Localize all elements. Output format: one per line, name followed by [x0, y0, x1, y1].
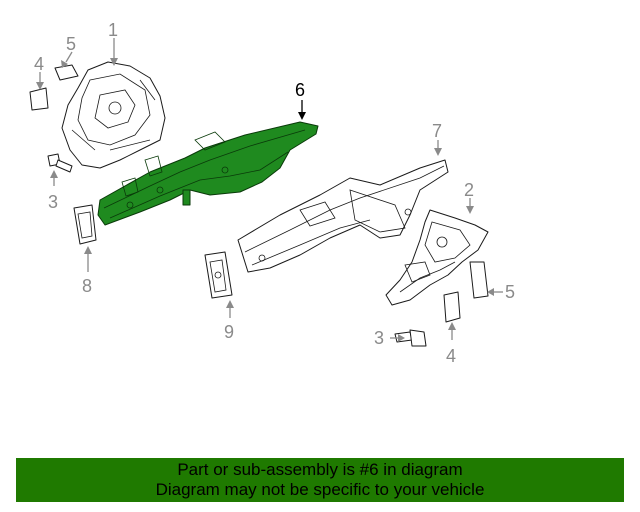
- callout-9: 9: [224, 322, 234, 342]
- parts-diagram: 1 5 4 6 7 3 2 8 9 5 3 4: [29, 20, 515, 366]
- arrow-3b: [398, 334, 405, 342]
- arrow-2: [466, 206, 474, 214]
- callout-8: 8: [82, 276, 92, 296]
- leader-5a: [65, 51, 73, 63]
- arrow-1: [110, 58, 118, 66]
- arrow-4a: [36, 82, 44, 90]
- banner-line-2: Diagram may not be specific to your vehi…: [155, 480, 485, 499]
- part-3a-bolt: [47, 153, 73, 173]
- arrow-8: [84, 246, 92, 254]
- part-4b-plate: [443, 291, 461, 323]
- arrow-3a: [50, 170, 58, 178]
- part-6-frame-rail: [97, 121, 319, 226]
- callout-5b: 5: [505, 282, 515, 302]
- part-4a-plate: [29, 87, 49, 111]
- callout-4a: 4: [34, 54, 44, 74]
- callout-3b: 3: [374, 328, 384, 348]
- callout-3a: 3: [48, 192, 58, 212]
- info-banner: Part or sub-assembly is #6 in diagram Di…: [16, 458, 624, 502]
- part-8-bracket: [73, 204, 97, 245]
- callout-6: 6: [295, 80, 305, 100]
- banner-line-1: Part or sub-assembly is #6 in diagram: [177, 460, 463, 479]
- part-1-apron: [61, 61, 166, 169]
- arrow-4b: [448, 322, 456, 330]
- part-5b-bracket: [469, 261, 489, 299]
- arrow-5a: [61, 60, 68, 68]
- callout-1: 1: [108, 20, 118, 40]
- arrow-6: [298, 112, 306, 120]
- part-2-apron: [385, 209, 489, 306]
- arrow-9: [226, 300, 234, 308]
- part-5a-bracket: [54, 64, 79, 81]
- arrow-5b: [487, 288, 494, 296]
- callout-4b: 4: [446, 346, 456, 366]
- part-7-frame-rail: [237, 159, 449, 273]
- part-9-bracket: [204, 251, 233, 299]
- callout-7: 7: [432, 121, 442, 141]
- arrow-7: [434, 148, 442, 156]
- callout-5a: 5: [66, 34, 76, 54]
- callout-2: 2: [464, 180, 474, 200]
